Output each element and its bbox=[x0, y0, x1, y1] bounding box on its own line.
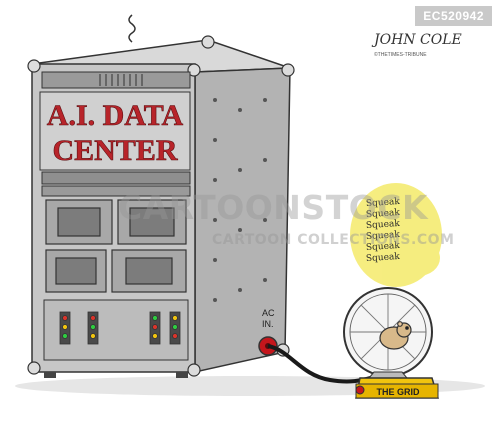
title-line-2: CENTER bbox=[52, 134, 177, 167]
squeak-text: Squeak bbox=[365, 251, 401, 265]
ac-label: AC bbox=[262, 308, 275, 318]
mesh-bays bbox=[45, 199, 187, 293]
in-label: IN. bbox=[262, 319, 274, 329]
drive-row bbox=[41, 185, 191, 197]
hamster bbox=[379, 321, 412, 350]
grid-plug bbox=[355, 385, 365, 395]
indicator-lights bbox=[59, 311, 181, 345]
title-line-1: A.I. DATA bbox=[47, 99, 184, 132]
server-foot bbox=[44, 372, 56, 378]
watermark-sub: CARTOON COLLECTIONS.COM bbox=[212, 232, 455, 248]
vent-slots bbox=[99, 74, 143, 86]
artist-signature: JOHN COLE bbox=[371, 32, 462, 48]
title-panel bbox=[39, 91, 191, 171]
top-vent-panel bbox=[41, 71, 191, 89]
server-foot bbox=[176, 372, 188, 378]
drive-row bbox=[41, 171, 191, 185]
cartoon-code-badge: EC520942 bbox=[415, 6, 492, 26]
watermark-main: CARTOONSTOCK bbox=[118, 188, 429, 227]
squeak-glow bbox=[350, 183, 442, 287]
side-rivets bbox=[213, 98, 267, 302]
server-corner-caps bbox=[27, 35, 295, 377]
grid-label: THE GRID bbox=[376, 387, 420, 397]
heat-squiggle bbox=[128, 14, 136, 43]
artist-signature-sub: ©THETIMES-TRIBUNE bbox=[374, 51, 427, 58]
